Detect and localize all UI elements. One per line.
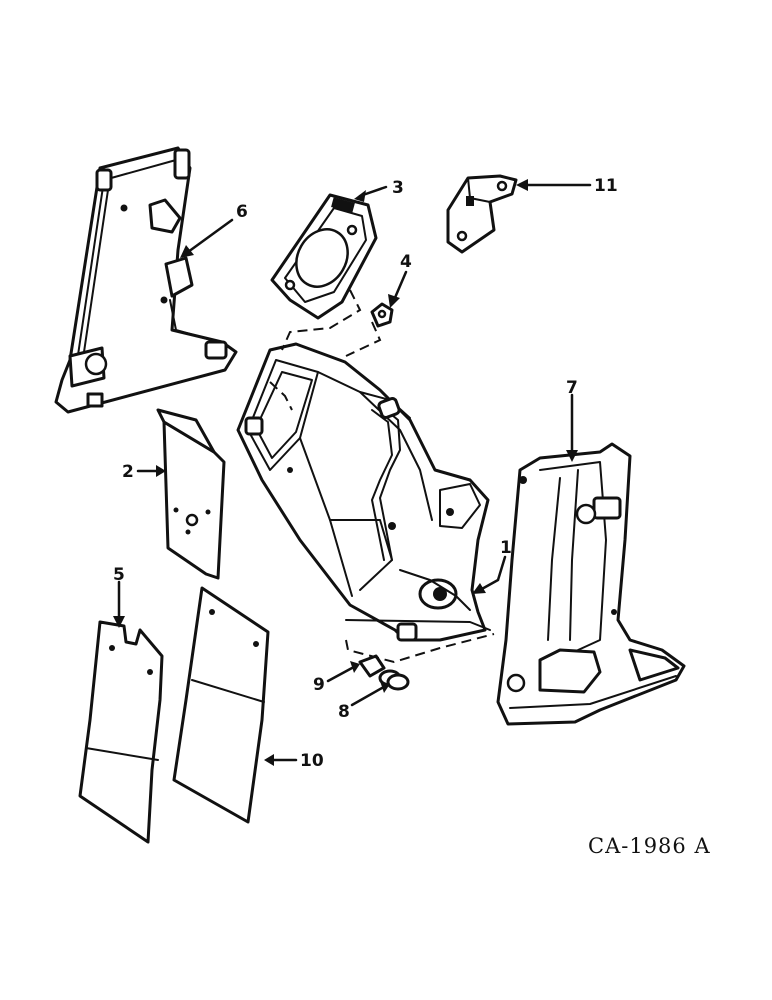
callout-4: 4 <box>400 252 412 272</box>
part-5-cover-plate <box>78 620 164 844</box>
part-2-plate <box>156 408 226 580</box>
callout-10: 10 <box>300 751 324 771</box>
part-8-spring <box>378 669 410 691</box>
callout-7: 7 <box>566 378 578 398</box>
callout-5: 5 <box>113 565 125 585</box>
callout-labels: 3 11 4 6 2 1 7 5 9 8 10 <box>113 176 618 771</box>
callout-11: 11 <box>594 176 618 196</box>
part-1-main-housing <box>236 342 491 642</box>
callout-6: 6 <box>236 202 248 222</box>
part-11-bracket <box>446 174 518 254</box>
callout-1: 1 <box>500 538 512 558</box>
part-7-side-frame <box>496 442 686 726</box>
leader-lines <box>113 179 592 766</box>
assembly-guide-lines <box>269 289 495 664</box>
callout-9: 9 <box>313 675 325 695</box>
callout-3: 3 <box>392 178 404 198</box>
part-10-cover-plate <box>172 586 270 824</box>
callout-8: 8 <box>338 702 350 722</box>
part-3-flange-plate <box>270 193 378 320</box>
part-6-side-plate <box>54 146 238 414</box>
part-9-pin <box>358 654 386 678</box>
drawing-code: CA-1986 A <box>588 834 711 858</box>
callout-2: 2 <box>122 462 134 482</box>
part-4-nut <box>370 302 394 328</box>
